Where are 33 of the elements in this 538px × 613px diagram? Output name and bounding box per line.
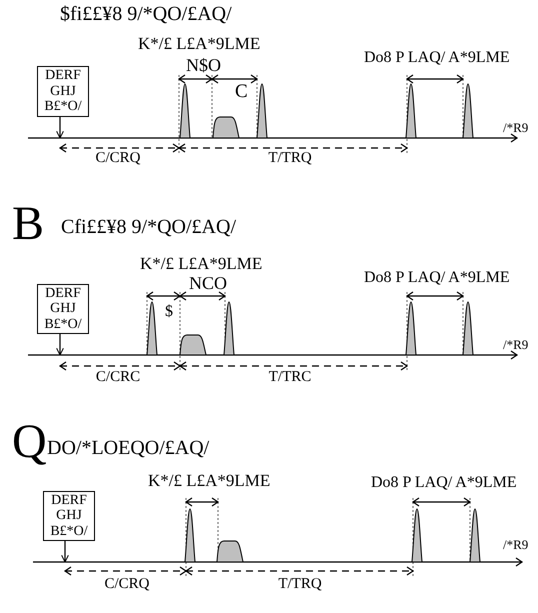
box-text: DERF GHJ B£*O/ bbox=[49, 492, 89, 540]
timing-label: Do8 P LAQ/ A*9LME bbox=[371, 475, 517, 491]
timing-label: NCO bbox=[189, 274, 228, 292]
panel-title: Cfi££¥8 9/*QO/£AQ/ bbox=[61, 217, 236, 237]
panel-letter: Q bbox=[12, 418, 47, 466]
text-box bbox=[37, 284, 89, 334]
panel-title: DO/*LOEQO/£AQ/ bbox=[47, 438, 210, 458]
panel-title: $fi££¥8 9/*QO/£AQ/ bbox=[60, 4, 232, 24]
timing-label: K*/£ L£A*9LME bbox=[140, 255, 262, 272]
panel-letter: B bbox=[12, 200, 44, 248]
interval-label: C/CRQ bbox=[96, 151, 140, 166]
interval-label: C/CRQ bbox=[104, 577, 150, 592]
timing-label: K*/£ L£A*9LME bbox=[148, 472, 270, 489]
box-text: DERF GHJ B£*O/ bbox=[43, 68, 83, 115]
text-box bbox=[43, 491, 95, 541]
timing-label: C bbox=[235, 82, 248, 101]
timing-label: Do8 P LAQ/ A*9LME bbox=[364, 50, 510, 66]
interval-label: T/TRC bbox=[268, 370, 312, 385]
timing-label: N$O bbox=[186, 56, 221, 74]
arrow bbox=[56, 117, 64, 138]
timing-label: K*/£ L£A*9LME bbox=[138, 35, 260, 52]
arrow bbox=[61, 541, 69, 562]
timing-label: Do8 P LAQ/ A*9LME bbox=[364, 270, 510, 286]
timing-label: $ bbox=[165, 304, 173, 320]
text-box bbox=[37, 66, 89, 117]
timing-label: /*R9 bbox=[503, 538, 528, 551]
interval-label: T/TRQ bbox=[278, 577, 322, 592]
timing-label: /*R9 bbox=[503, 338, 528, 351]
interval-label: T/TRQ bbox=[268, 151, 312, 166]
arrow bbox=[56, 334, 64, 356]
timing-label: /*R9 bbox=[503, 121, 528, 134]
box-text: DERF GHJ B£*O/ bbox=[43, 286, 83, 332]
interval-label: C/CRC bbox=[96, 370, 140, 385]
